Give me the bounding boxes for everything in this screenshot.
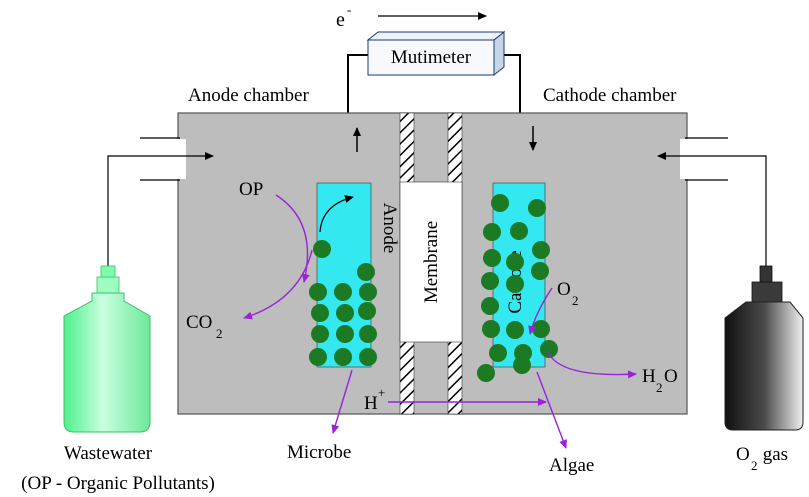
cathode-particle: [528, 199, 546, 217]
anode-particle: [309, 348, 327, 366]
svg-text:+: +: [378, 385, 385, 400]
co2-label: CO 2: [186, 312, 223, 341]
cathode-particle: [531, 262, 549, 280]
cathode-particle: [491, 194, 509, 212]
membrane: [399, 181, 463, 343]
svg-text:e: e: [336, 9, 345, 31]
cathode-particle: [489, 344, 507, 362]
svg-text:2: 2: [572, 293, 579, 308]
h2o-label: H 2 O: [642, 366, 678, 395]
cathode-particle: [483, 249, 501, 267]
anode-particle: [336, 325, 354, 343]
oxygen-bottle: [724, 265, 804, 431]
o2-gas-label: O 2 gas: [736, 444, 788, 473]
svg-text:O: O: [736, 444, 750, 465]
svg-text:2: 2: [216, 326, 223, 341]
anode-particle: [311, 304, 329, 322]
anode-particle: [357, 263, 375, 281]
cathode-inlet-port: [680, 137, 728, 181]
cathode-particle: [540, 340, 558, 358]
anode-particle: [358, 302, 376, 320]
svg-text:2: 2: [656, 380, 663, 395]
anode-particle: [334, 283, 352, 301]
h2o-arrow: [547, 351, 637, 379]
svg-text:-: -: [347, 2, 351, 17]
anode-chamber-label: Anode chamber: [188, 85, 309, 106]
anode-particle: [359, 348, 377, 366]
wastewater-tube: [107, 152, 214, 272]
multimeter-label: Mutimeter: [391, 47, 472, 68]
algae-label: Algae: [549, 455, 594, 476]
anode-particle: [359, 325, 377, 343]
svg-text:H: H: [364, 393, 378, 414]
svg-text:H: H: [642, 366, 656, 387]
cathode-particle: [513, 356, 531, 374]
anode-inlet-port: [140, 137, 186, 181]
cathode-particle: [510, 222, 528, 240]
anode-particle: [313, 240, 331, 258]
svg-text:CO: CO: [186, 312, 212, 333]
cathode-particle: [482, 320, 500, 338]
cathode-particle: [506, 253, 524, 271]
cathode-particle: [532, 320, 550, 338]
oxygen-tube: [657, 152, 767, 268]
cathode-particle: [481, 272, 499, 290]
algae-arrow: [536, 371, 567, 449]
anode-particle: [309, 283, 327, 301]
electron-label: e -: [336, 2, 351, 31]
microbe-arrow: [331, 369, 353, 434]
co2-arrow: [243, 249, 313, 320]
cathode-particle: [532, 241, 550, 259]
o2-label: O 2: [557, 279, 579, 308]
wastewater-note: (OP - Organic Pollutants): [21, 473, 215, 494]
anode-label: Anode: [379, 203, 400, 254]
anode-particle: [359, 283, 377, 301]
particle-layer: [309, 194, 558, 382]
o2-arrow: [528, 287, 553, 335]
cathode-chamber-label: Cathode chamber: [543, 85, 677, 106]
anode-particle: [336, 304, 354, 322]
anode-electron-arrow: [319, 195, 354, 233]
op-arrow: [275, 194, 310, 283]
cathode-particle: [506, 275, 524, 293]
proton-label: H +: [364, 385, 385, 414]
wastewater-label: Wastewater: [64, 443, 153, 464]
anode-particle: [334, 348, 352, 366]
multimeter: Mutimeter: [366, 30, 506, 77]
svg-text:2: 2: [751, 458, 758, 473]
svg-text:gas: gas: [758, 444, 788, 465]
microbe-label: Microbe: [287, 442, 351, 463]
wastewater-bottle: [63, 265, 151, 433]
svg-text:O: O: [664, 366, 678, 387]
membrane-label: Membrane: [421, 221, 442, 303]
cathode-particle: [481, 297, 499, 315]
cathode-particle: [483, 223, 501, 241]
cathode-particle: [506, 321, 524, 339]
cathode-particle: [477, 364, 495, 382]
svg-text:O: O: [557, 279, 571, 300]
anode-particle: [311, 325, 329, 343]
op-label: OP: [239, 179, 263, 200]
